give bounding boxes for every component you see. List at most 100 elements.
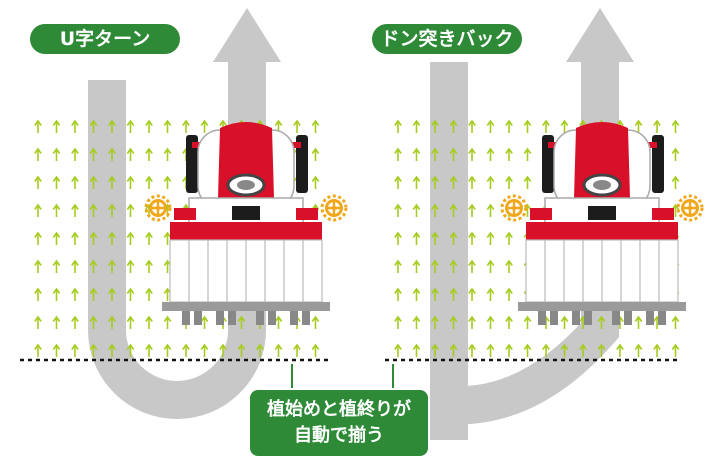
seedling-icon: [52, 344, 61, 358]
seedling-icon: [71, 176, 79, 190]
seedling-icon: [311, 148, 320, 162]
seedling-icon: [412, 288, 421, 302]
seedling-icon: [467, 288, 477, 302]
seedling-icon: [126, 232, 135, 246]
seedling-icon: [182, 344, 190, 358]
seedling-icon: [634, 316, 643, 330]
seedling-icon: [33, 316, 43, 330]
seedling-icon: [292, 344, 302, 358]
seedling-icon: [486, 120, 495, 134]
seedling-icon: [71, 288, 79, 302]
seedling-icon: [523, 120, 532, 134]
seedling-icon: [145, 288, 153, 302]
seedling-icon: [163, 148, 172, 162]
seedling-icon: [671, 316, 680, 330]
seedling-icon: [126, 316, 135, 330]
tractor-right-icon: [502, 122, 702, 325]
seedling-icon: [33, 288, 43, 302]
seedling-icon: [467, 176, 477, 190]
seedling-icon: [504, 176, 514, 190]
seedling-icon: [52, 204, 61, 218]
seedling-icon: [523, 316, 532, 330]
seedling-icon: [163, 316, 172, 330]
back-turn-label: ドン突きバック: [372, 24, 522, 54]
seedling-icon: [560, 316, 569, 330]
seedling-icon: [504, 148, 514, 162]
seedling-icon: [200, 120, 209, 134]
seedling-icon: [126, 176, 135, 190]
seedling-icon: [71, 148, 79, 162]
seedling-icon: [504, 232, 514, 246]
seedling-icon: [52, 260, 61, 274]
u-turn-label: U字ターン: [30, 24, 180, 54]
seedling-icon: [486, 232, 495, 246]
seedling-icon: [671, 344, 680, 358]
seedling-icon: [126, 204, 135, 218]
seedling-icon: [311, 176, 320, 190]
seedling-icon: [71, 232, 79, 246]
seedling-icon: [504, 316, 514, 330]
seedling-icon: [71, 316, 79, 330]
seedling-icon: [52, 316, 61, 330]
seedling-icon: [274, 344, 283, 358]
caption-line-2: 自動で揃う: [294, 425, 384, 446]
seedling-icon: [182, 120, 190, 134]
caption-line-1: 植始めと植終りが: [267, 399, 411, 420]
seedling-icon: [145, 148, 153, 162]
seedling-icon: [393, 148, 403, 162]
seedling-icon: [412, 344, 421, 358]
seedling-icon: [671, 120, 680, 134]
seedling-icon: [523, 344, 532, 358]
seedling-icon: [126, 148, 135, 162]
seedling-icon: [671, 148, 680, 162]
seedling-icon: [126, 260, 135, 274]
seedling-icon: [467, 120, 477, 134]
alignment-caption: 植始めと植終りが 自動で揃う: [248, 388, 430, 458]
seedling-icon: [311, 316, 320, 330]
seedling-icon: [393, 232, 403, 246]
seedling-icon: [33, 232, 43, 246]
seedling-icon: [200, 316, 209, 330]
seedling-icon: [33, 120, 43, 134]
seedling-icon: [467, 316, 477, 330]
seedling-icon: [412, 260, 421, 274]
seedling-icon: [412, 232, 421, 246]
seedling-icon: [33, 148, 43, 162]
seedling-icon: [274, 316, 283, 330]
seedling-icon: [71, 204, 79, 218]
seedling-icon: [163, 344, 172, 358]
seedling-icon: [145, 316, 153, 330]
seedling-icon: [523, 176, 532, 190]
seedling-icon: [200, 344, 209, 358]
seedling-icon: [652, 120, 662, 134]
seedling-icon: [615, 344, 625, 358]
back-turn-path-arrow-icon: [430, 8, 634, 440]
seedling-icon: [145, 120, 153, 134]
seedling-icon: [52, 148, 61, 162]
seedling-icon: [504, 288, 514, 302]
seedling-icon: [523, 148, 532, 162]
seedling-icon: [33, 260, 43, 274]
seedling-icon: [71, 344, 79, 358]
seedling-icon: [71, 120, 79, 134]
seedling-icon: [33, 204, 43, 218]
seedling-icon: [145, 176, 153, 190]
seedling-icon: [541, 120, 551, 134]
seedling-icon: [33, 176, 43, 190]
seedling-icon: [652, 344, 662, 358]
seedling-icon: [393, 176, 403, 190]
seedling-icon: [393, 204, 403, 218]
seedling-icon: [52, 232, 61, 246]
seedling-icon: [412, 316, 421, 330]
seedling-icon: [467, 260, 477, 274]
seedling-icon: [393, 260, 403, 274]
seedling-icon: [671, 176, 680, 190]
seedling-icon: [126, 120, 135, 134]
seedling-icon: [393, 344, 403, 358]
seedling-icon: [52, 120, 61, 134]
seedling-icon: [486, 204, 495, 218]
seedling-icon: [393, 316, 403, 330]
seedling-icon: [126, 288, 135, 302]
seedling-icon: [145, 232, 153, 246]
